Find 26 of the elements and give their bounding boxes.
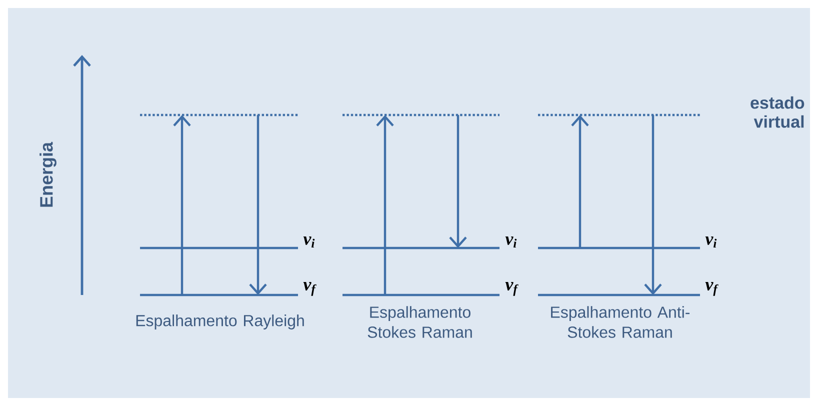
arrow (173, 115, 191, 295)
caption: Espalhamento Anti-Stokes Raman (551, 306, 690, 338)
energy-level (140, 294, 298, 296)
level-label: v$_{f}$ (505, 282, 518, 296)
arrow (249, 115, 267, 295)
caption: Espalhamento Rayleigh (136, 314, 304, 330)
energy-level (342, 114, 500, 116)
level-label: v$_{i}$ (505, 236, 517, 248)
arrow (644, 115, 662, 295)
energy-level (538, 246, 700, 250)
level-label: v$_{f}$ (705, 282, 718, 296)
energy-level (140, 114, 298, 116)
caption: Espalhamento Stokes Raman (368, 306, 472, 338)
arrow (376, 115, 394, 295)
level-label: v$_{f}$ (303, 282, 316, 296)
energy-level (140, 246, 298, 250)
arrow (571, 115, 589, 248)
energy-level (538, 294, 700, 296)
level-label: v$_{i}$ (303, 236, 315, 248)
level-label: v$_{i}$ (705, 236, 717, 248)
energy-level (342, 246, 500, 250)
energy-level (342, 294, 500, 296)
arrow (449, 115, 467, 248)
level-label: estado virtual (750, 96, 804, 128)
energy-level (538, 114, 700, 116)
axis-label: Energia (40, 142, 56, 207)
